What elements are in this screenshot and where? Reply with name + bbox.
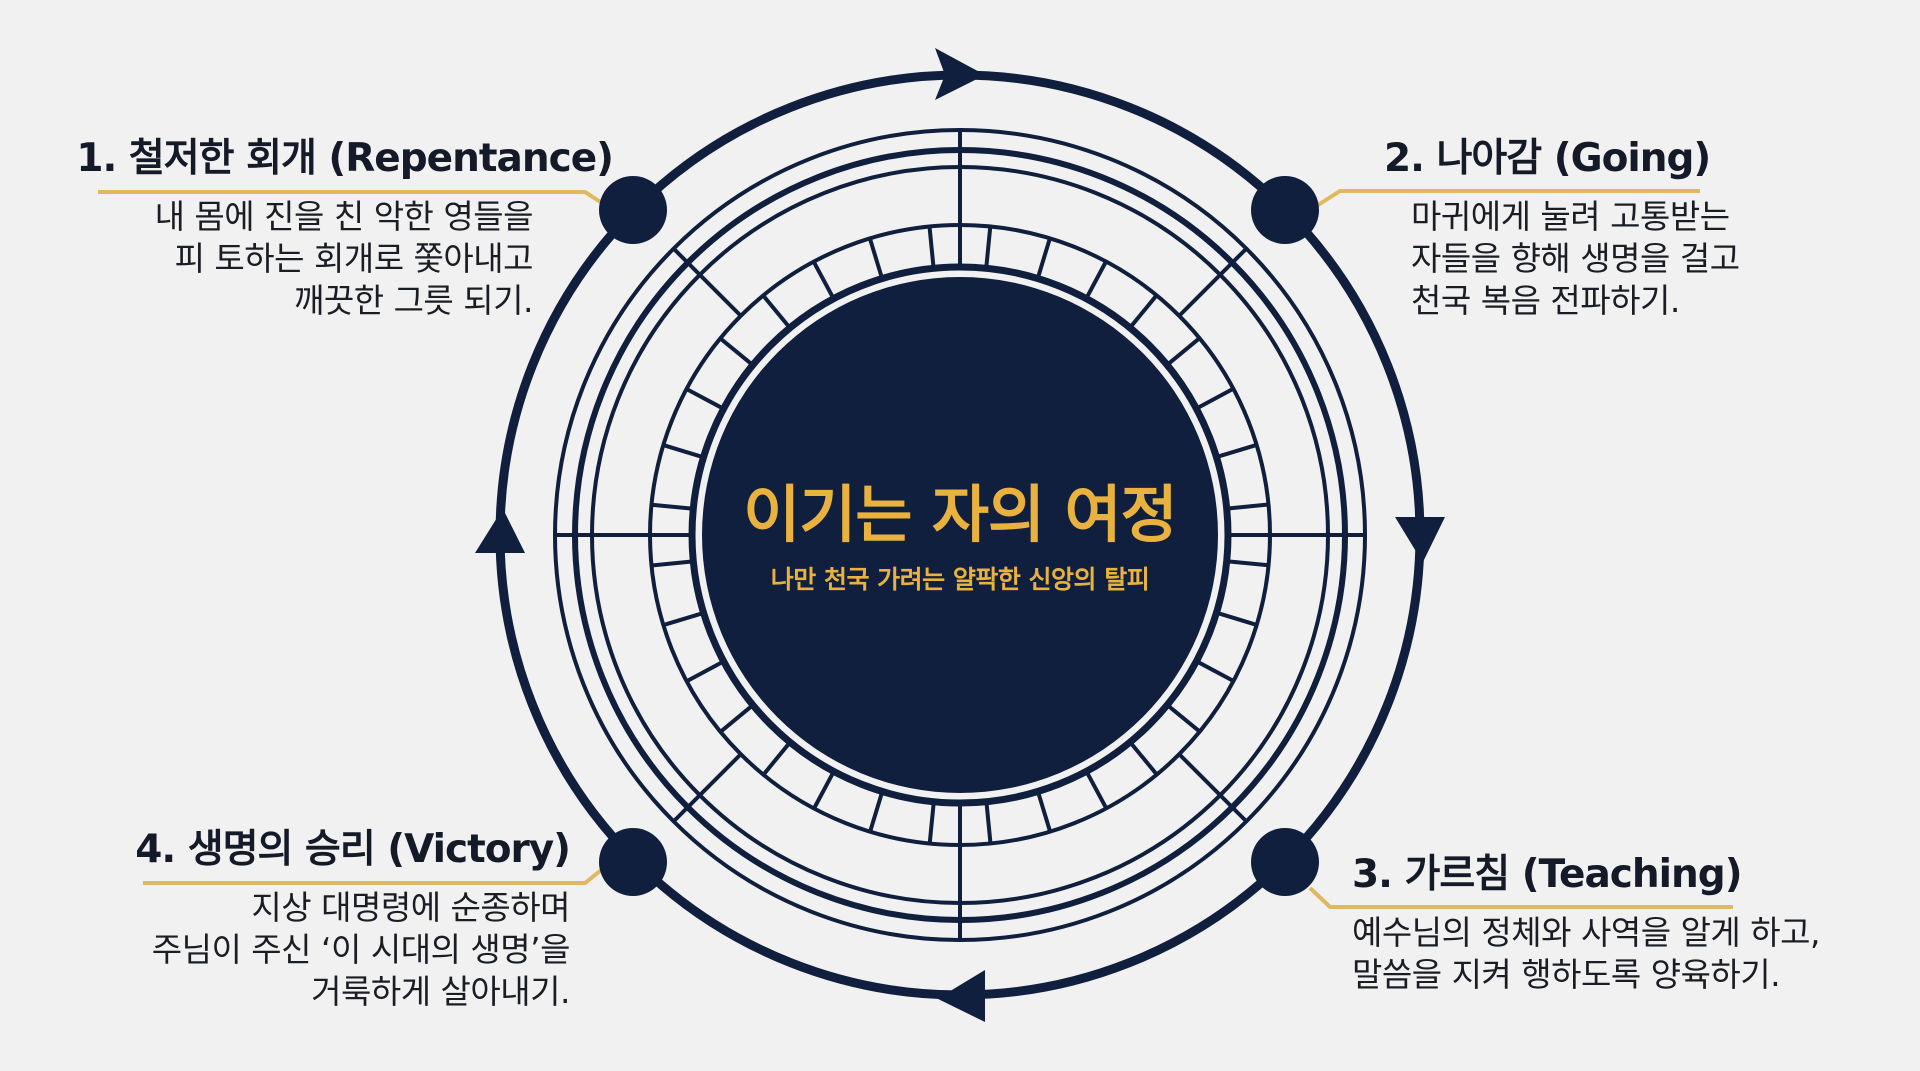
arrow-left-icon xyxy=(932,970,985,1022)
step-2-title: 2. 나아감 (Going) xyxy=(1384,136,1711,181)
step-3-title: 3. 가르침 (Teaching) xyxy=(1352,852,1743,897)
arrowheads xyxy=(475,48,1445,1022)
step-1-line-1: 내 몸에 진을 친 악한 영들을 xyxy=(154,197,534,236)
step-2-line-1: 마귀에게 눌려 고통받는 xyxy=(1411,197,1730,236)
step-4-title: 4. 생명의 승리 (Victory) xyxy=(135,827,571,872)
step-4-line-3: 거룩하게 살아내기. xyxy=(311,972,570,1011)
step-1-line-2: 피 토하는 회개로 쫓아내고 xyxy=(174,239,534,278)
step-4-line-2: 주님이 주신 ‘이 시대의 생명’을 xyxy=(151,930,571,969)
step-2-line-3: 천국 복음 전파하기. xyxy=(1411,281,1680,320)
connector-lines xyxy=(98,189,1733,909)
arrow-right-icon xyxy=(935,48,985,100)
center-subtitle: 나만 천국 가려는 얄팍한 신앙의 탈피 xyxy=(770,565,1150,594)
step-1-repentance: 1. 철저한 회개 (Repentance) 내 몸에 진을 친 악한 영들을 … xyxy=(76,136,614,322)
step-4-line-1: 지상 대명령에 순종하며 xyxy=(251,888,570,927)
node-step-4 xyxy=(599,828,667,896)
arrow-down-icon xyxy=(1395,517,1445,568)
spoke-lines xyxy=(555,130,1365,940)
step-3-line-2: 말씀을 지켜 행하도록 양육하기. xyxy=(1352,955,1781,994)
step-2-going: 2. 나아감 (Going) 마귀에게 눌려 고통받는 자들을 향해 생명을 걸… xyxy=(1384,136,1740,322)
node-step-3 xyxy=(1251,828,1319,896)
step-1-title: 1. 철저한 회개 (Repentance) xyxy=(76,136,614,181)
step-3-teaching: 3. 가르침 (Teaching) 예수님의 정체와 사역을 알게 하고, 말씀… xyxy=(1352,852,1821,996)
step-4-victory: 4. 생명의 승리 (Victory) 지상 대명령에 순종하며 주님이 주신 … xyxy=(135,827,571,1013)
center-disc xyxy=(702,277,1218,793)
center-title: 이기는 자의 여정 xyxy=(743,478,1177,551)
step-nodes xyxy=(599,176,1319,896)
node-step-1 xyxy=(599,176,667,244)
step-3-line-1: 예수님의 정체와 사역을 알게 하고, xyxy=(1352,913,1821,952)
arrow-up-icon xyxy=(475,503,525,553)
step-2-line-2: 자들을 향해 생명을 걸고 xyxy=(1411,239,1740,278)
step-1-line-3: 깨끗한 그릇 되기. xyxy=(294,281,533,320)
node-step-2 xyxy=(1251,176,1319,244)
segment-ticks xyxy=(651,226,1269,844)
